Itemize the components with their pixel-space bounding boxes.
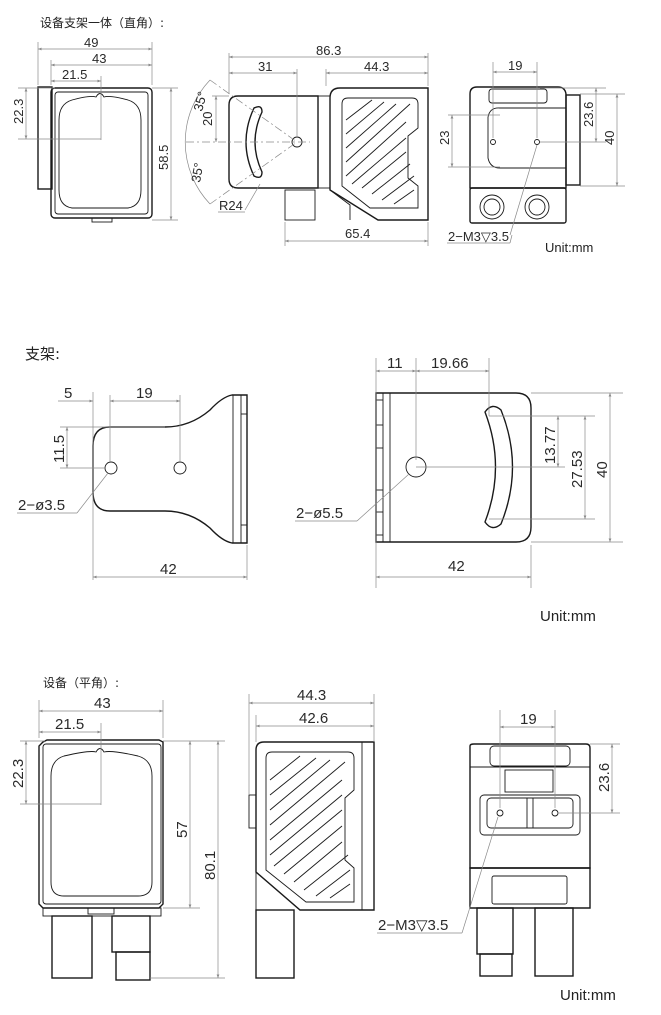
dim-hole-height: 23 [437,131,452,145]
dim-body-length: 44.3 [364,59,389,74]
unit-label: Unit:mm [545,240,593,255]
dim-length-top: 42 [160,561,177,578]
dim-bottom-length: 65.4 [345,226,370,241]
dim-height-side: 40 [594,461,611,478]
dim-body-length: 42.6 [299,710,328,727]
dim-width-outer: 49 [84,35,98,50]
thread-note: 2−M3▽3.5 [378,917,448,934]
unit-label: Unit:mm [540,608,596,625]
back-view-device: 19 23.6 2−M3▽3.5 [377,710,620,977]
dim-offset-top: 23.6 [581,102,596,127]
dim-center-x: 21.5 [55,716,84,733]
dim-slot-span: 27.53 [569,450,586,488]
dim-hole-spacing-top: 19 [136,385,153,402]
dim-body-height: 57 [174,821,191,838]
bracket-side-view: 11 19.66 13.77 27.53 40 2−ø5.5 42 [295,355,623,588]
dim-bracket-offset: 31 [258,59,272,74]
dim-total-length: 86.3 [316,43,341,58]
dim-center-x: 21.5 [62,67,87,82]
hole-note-side: 2−ø5.5 [296,505,343,522]
dim-slot-offset: 20 [200,112,215,126]
back-view-combined: 19 23 23.6 40 2−M3▽3.5 [437,58,625,244]
front-view-combined: 49 43 21.5 22.3 58.5 [11,35,178,223]
section-title-bracket: 支架: [25,345,60,363]
dim-total-length: 44.3 [297,687,326,704]
dim-width: 43 [94,695,111,712]
unit-label: Unit:mm [560,987,616,1004]
dim-center-y: 22.3 [11,99,26,124]
bracket-top-view: 5 19 11.5 2−ø3.5 42 [17,385,248,580]
hole-note-top: 2−ø3.5 [18,497,65,514]
bracket-plate [37,86,53,190]
dim-length-side: 42 [448,558,465,575]
dim-angle-lower: 35° [188,162,206,184]
side-view-device: 44.3 42.6 [248,687,375,979]
dim-hole-height-top: 11.5 [51,435,68,463]
dim-bracket-height: 40 [602,131,617,145]
dim-hole-height: 23.6 [596,763,613,792]
dim-hole-offset: 11 [387,355,403,372]
dim-center-y: 22.3 [10,759,27,788]
dim-radius: R24 [219,198,243,213]
dim-hole-spacing: 19 [508,58,522,73]
dim-angle-upper: 35° [190,90,210,113]
dim-slot-offset: 19.66 [431,355,469,372]
dim-slot-half: 13.77 [542,426,559,464]
front-view-device: 43 21.5 22.3 57 80.1 [10,695,225,981]
dim-hole-spacing: 19 [520,711,537,728]
dim-edge-offset: 5 [64,385,72,402]
dim-height: 58.5 [156,145,171,170]
side-view-combined: 86.3 31 44.3 20 35° 35° R24 65.4 [184,43,429,246]
dim-total-height: 80.1 [202,851,219,880]
thread-note: 2−M3▽3.5 [448,229,509,244]
section-title-combined: 设备支架一体（直角）: [40,16,164,30]
section-title-device: 设备（平角）: [43,676,119,690]
dim-width-body: 43 [92,51,106,66]
